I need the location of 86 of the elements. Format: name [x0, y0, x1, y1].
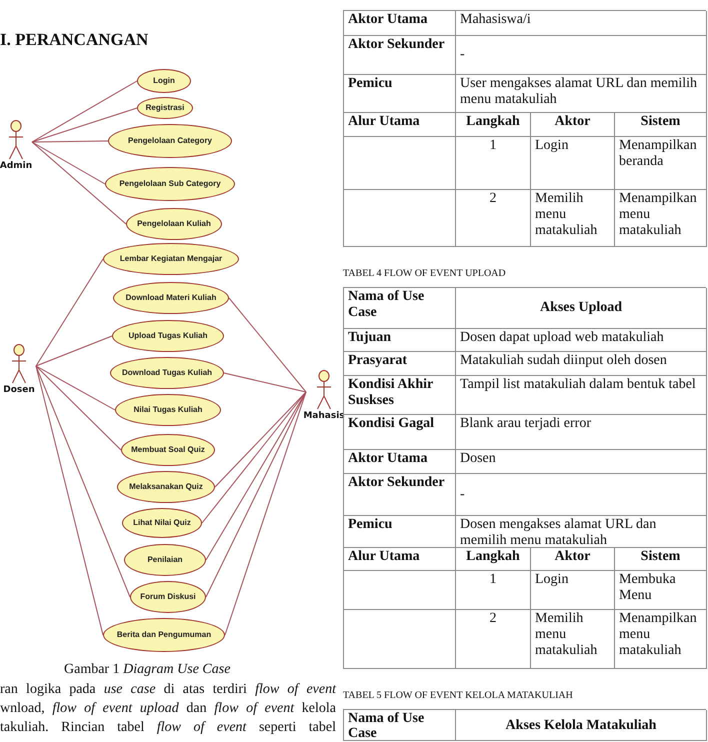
table-header-cell: Langkah: [456, 548, 531, 571]
use-case-ellipse: Melaksanakan Quiz: [117, 471, 215, 503]
table-cell: Menampilkan menu matakuliah: [615, 610, 707, 669]
table-header-cell: Kondisi Akhir Suskses: [344, 376, 456, 415]
table-cell: 1: [456, 571, 531, 610]
table-cell: Memilih menu matakuliah: [531, 190, 615, 247]
table-cell: Menampilkan menu matakuliah: [615, 190, 707, 247]
table-cell: Akses Upload: [456, 288, 707, 329]
table-header-cell: Prasyarat: [344, 352, 456, 376]
use-case-ellipse: Pengelolaan Sub Category: [105, 167, 235, 201]
table-cell: User mengakses alamat URL dan memilih menu matakuliah: [456, 75, 707, 113]
table-header-cell: Pemicu: [344, 516, 456, 548]
table-cell: Login: [531, 571, 615, 610]
table-cell: Membuka Menu: [615, 571, 707, 610]
use-case-ellipse: Download Materi Kuliah: [113, 282, 229, 314]
table-cell: 1: [456, 137, 531, 190]
table-header-cell: Aktor: [531, 113, 615, 137]
table-cell: -: [456, 474, 707, 516]
table-header-cell: Sistem: [615, 113, 707, 137]
table-cell: Akses Kelola Matakuliah: [456, 710, 707, 741]
table-cell: Tampil list matakuliah dalam bentuk tabel: [456, 376, 707, 415]
table-header-cell: Aktor Sekunder: [344, 474, 456, 516]
table-cell: Blank arau terjadi error: [456, 415, 707, 450]
association-line: [202, 392, 306, 524]
table-title: TABEL 5 FLOW OF EVENT KELOLA MATAKULIAH: [343, 690, 573, 702]
table-cell: Menampilkan beranda: [615, 137, 707, 190]
association-line: [206, 392, 306, 560]
use-case-ellipse: Login: [137, 69, 191, 93]
table-cell: Dosen: [456, 450, 707, 474]
table-header-cell: Nama of Use Case: [344, 288, 456, 329]
table-header-cell: Sistem: [615, 548, 707, 571]
table-cell: 2: [456, 610, 531, 669]
body-paragraph: ran logika pada use case di atas terdiri flow of event wnload, flow of event upload dan flow of event kelola takuliah. Rincian tabel flow of event seperti tabel: [0, 681, 336, 737]
table-header-cell: Aktor Sekunder: [344, 36, 456, 75]
association-line: [32, 142, 126, 224]
table-header-cell: Aktor Utama: [344, 450, 456, 474]
association-line: [36, 366, 122, 450]
use-case-ellipse: Membuat Soal Quiz: [121, 434, 215, 466]
use-case-ellipse: Penilaian: [124, 544, 206, 576]
association-line: [32, 142, 106, 184]
use-case-ellipse: Registrasi: [137, 97, 193, 119]
table-header-cell: Kondisi Gagal: [344, 415, 456, 450]
figure-caption: Gambar 1 Diagram Use Case: [64, 661, 230, 679]
section-heading: I. PERANCANGAN: [0, 30, 148, 50]
use-case-ellipse: Download Tugas Kuliah: [110, 357, 224, 389]
association-line: [32, 80, 138, 142]
association-line: [36, 366, 130, 598]
association-line: [224, 392, 306, 636]
table-cell: Matakuliah sudah diinput oleh dosen: [456, 352, 707, 376]
table-header-cell: Alur Utama: [344, 548, 456, 571]
use-case-ellipse: Pengelolaan Kuliah: [126, 208, 222, 240]
actor-label: Dosen: [3, 384, 35, 396]
use-case-ellipse: Lembar Kegiatan Mengajar: [103, 243, 239, 275]
table-header-cell: Nama of Use Case: [344, 710, 456, 741]
table-header-cell: Tujuan: [344, 329, 456, 352]
use-case-ellipse: Forum Diskusi: [130, 581, 206, 613]
table-cell: -: [456, 36, 707, 75]
association-line: [224, 372, 306, 392]
table-header-cell: Alur Utama: [344, 113, 456, 137]
table-cell: Dosen mengakses alamat URL dan memilih menu matakuliah: [456, 516, 707, 548]
association-line: [228, 298, 306, 392]
association-line: [36, 366, 104, 636]
table-cell: Memilih menu matakuliah: [531, 610, 615, 669]
use-case-ellipse: Upload Tugas Kuliah: [112, 320, 224, 352]
use-case-ellipse: Nilai Tugas Kuliah: [115, 394, 221, 426]
table-cell: Login: [531, 137, 615, 190]
table-cell: 2: [456, 190, 531, 247]
table-header-cell: Pemicu: [344, 75, 456, 113]
association-line: [32, 140, 108, 142]
use-case-ellipse: Berita dan Pengumuman: [103, 618, 225, 652]
association-line: [36, 366, 116, 410]
association-line: [214, 392, 306, 488]
table-header-cell: Langkah: [456, 113, 531, 137]
association-line: [206, 392, 306, 598]
table-cell: Mahasiswa/i: [456, 11, 707, 36]
table-cell: Dosen dapat upload web matakuliah: [456, 329, 707, 352]
association-line: [36, 336, 112, 366]
association-line: [36, 258, 104, 366]
table-header-cell: Aktor: [531, 548, 615, 571]
table-header-cell: Aktor Utama: [344, 11, 456, 36]
use-case-ellipse: Lihat Nilai Quiz: [122, 508, 202, 538]
association-line: [32, 108, 138, 142]
use-case-ellipse: Pengelolaan Category: [108, 124, 232, 158]
actor-label: Mahasis: [303, 410, 345, 422]
actor-label: Admin: [0, 160, 32, 172]
table-title: TABEL 4 FLOW OF EVENT UPLOAD: [343, 268, 506, 280]
